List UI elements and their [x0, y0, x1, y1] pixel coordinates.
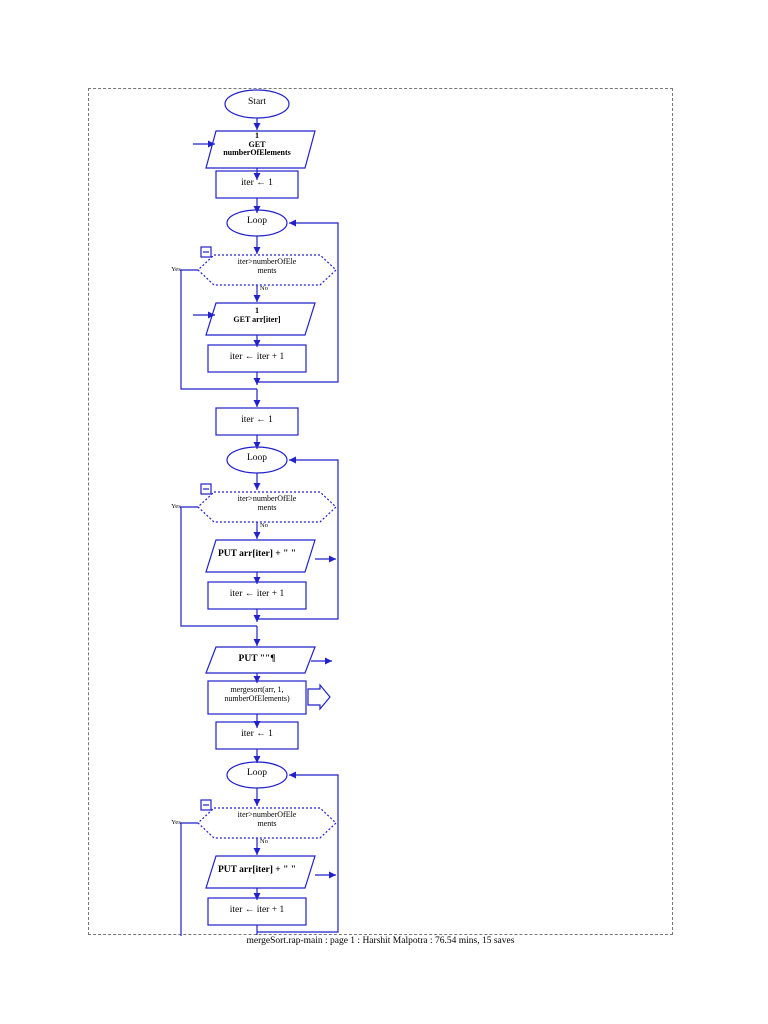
loop-back-3 — [257, 771, 339, 933]
shape-iter-inc-1 — [207, 344, 307, 373]
shape-put-newline — [205, 646, 316, 674]
procedure-arrow — [307, 683, 331, 711]
shape-decision-3 — [197, 807, 337, 839]
shape-put-arr-2 — [205, 855, 316, 889]
loop-back-2 — [257, 456, 339, 620]
flowchart-canvas[interactable]: Start 1 GET numberOfElements iter ← 1 Lo… — [89, 89, 674, 936]
loop-back-1 — [257, 219, 339, 383]
yes-path-3 — [180, 822, 198, 936]
flowchart-graphics — [180, 89, 339, 936]
page-footer: mergeSort.rap-main : page 1 : Harshit Ma… — [246, 936, 515, 946]
page-sheet: Start 1 GET numberOfElements iter ← 1 Lo… — [88, 88, 674, 936]
yes-path-1 — [180, 269, 257, 390]
shape-get-n — [205, 130, 316, 169]
shape-get-arr — [205, 302, 316, 336]
shape-iter-inc-2 — [207, 581, 307, 610]
shape-iter-inc-3 — [207, 897, 307, 926]
shape-start — [224, 89, 290, 119]
shape-loop-3 — [226, 761, 288, 789]
yes-path-2 — [180, 506, 257, 627]
shape-loop-2 — [226, 446, 288, 474]
shape-decision-2 — [197, 491, 337, 523]
shape-loop-1 — [226, 209, 288, 237]
shape-decision-1 — [197, 254, 337, 286]
shape-put-arr-1 — [205, 539, 316, 573]
shape-iter-init-2 — [215, 407, 299, 436]
shape-call-mergesort — [207, 680, 307, 715]
